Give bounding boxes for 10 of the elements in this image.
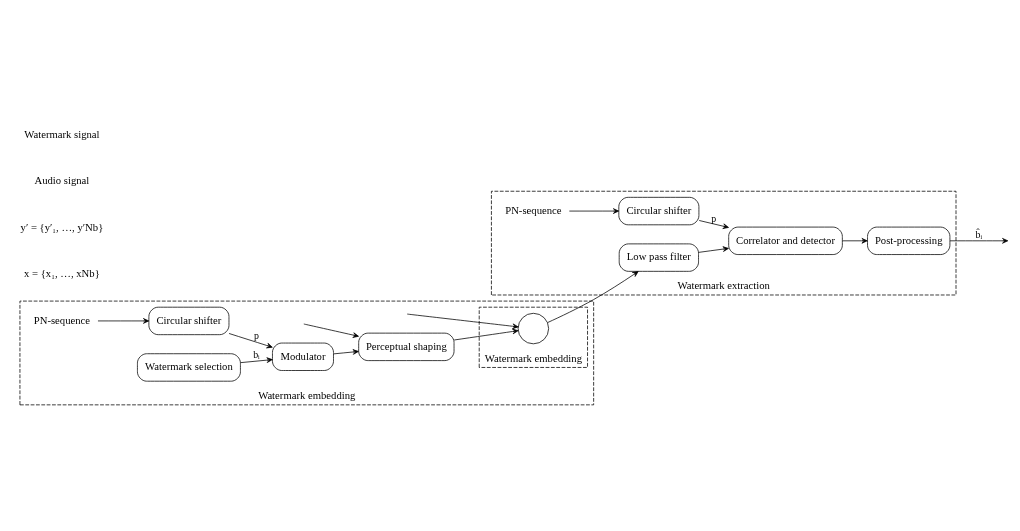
label: Audio signal <box>34 173 90 186</box>
label: Watermark signal <box>24 127 100 140</box>
edge-label: p <box>253 329 259 341</box>
label: x = {x₁, …, xNb} <box>24 266 100 279</box>
edge-label: bᵢ <box>253 348 260 360</box>
node-text: PN-sequence <box>505 203 562 216</box>
edge-label: p <box>711 212 717 224</box>
node-text: PN-sequence <box>33 313 91 326</box>
edge-label: b̂ᵢ <box>975 228 983 240</box>
label: y′ = {y′₁, …, y′Nb} <box>20 220 104 233</box>
